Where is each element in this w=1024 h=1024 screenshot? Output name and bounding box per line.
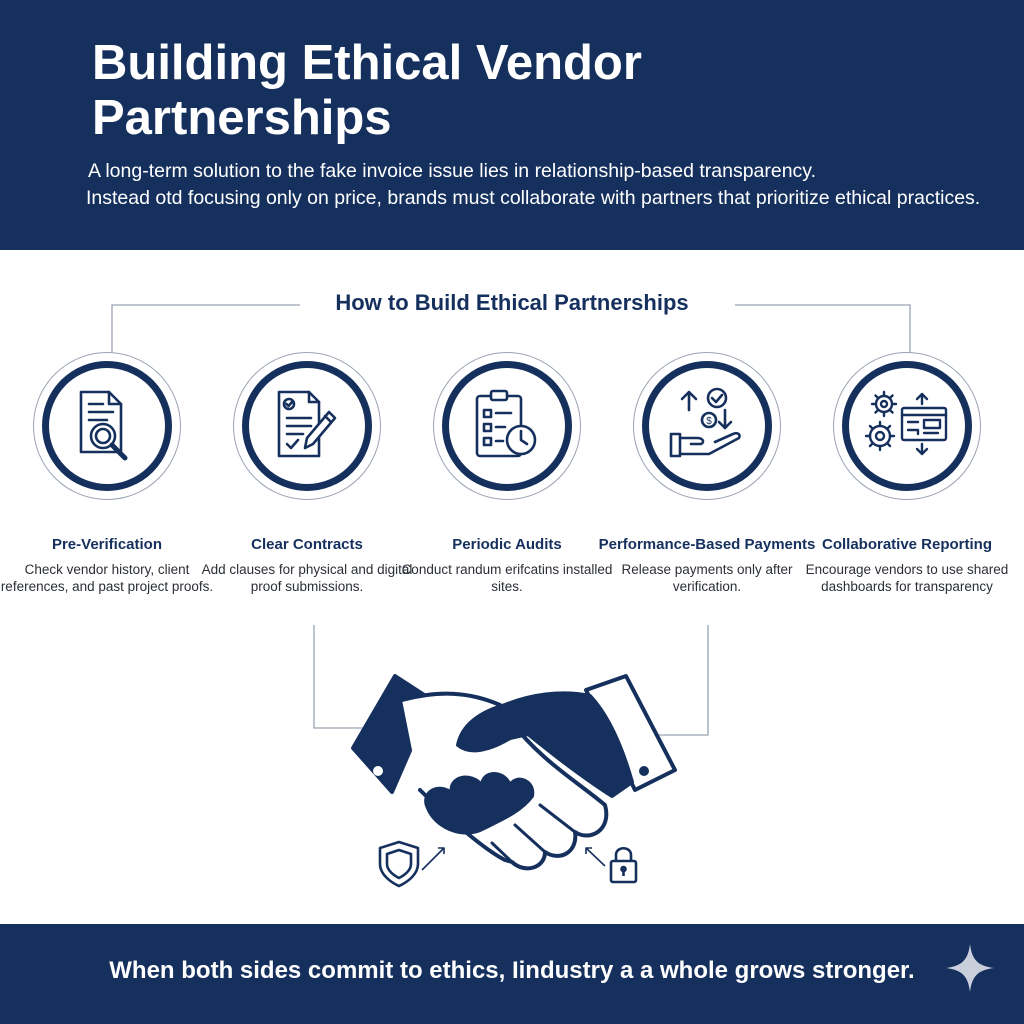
step-title: Collaborative Reporting	[821, 536, 993, 553]
svg-text:$: $	[706, 416, 712, 427]
step-title: Pre-Verification	[51, 536, 163, 553]
shield-icon	[378, 840, 445, 888]
footer-text: When both sides commit to ethics, Iindus…	[109, 957, 915, 984]
step-description: Release payments only after verification…	[621, 562, 793, 594]
clipboard-clock-icon	[475, 389, 537, 458]
step-title: Performance-Based Payments	[598, 536, 816, 553]
intro-line-1: A long-term solution to the fake invoice…	[88, 160, 817, 182]
footer-banner: When both sides commit to ethics, Iindus…	[0, 924, 1024, 1024]
hand-payment-icon: $	[669, 387, 741, 458]
step-description: Check vendor history, client references,…	[0, 562, 214, 594]
contract-pen-icon	[277, 390, 337, 458]
header-banner: Building Ethical Vendor Partnerships A l…	[0, 0, 1024, 250]
step-title: Clear Contracts	[251, 536, 363, 553]
step-description: Encourage vendors to use shared dashboar…	[805, 562, 1009, 594]
step-title: Periodic Audits	[452, 536, 562, 553]
step-icon-ring	[433, 352, 581, 500]
step-description: Conduct randum erifcatins installed site…	[401, 562, 613, 594]
intro-line-2: Instead otd focusing only on price, bran…	[86, 187, 981, 209]
step-icon-ring	[33, 352, 181, 500]
step-icon-ring	[833, 352, 981, 500]
gears-dashboard-icon	[864, 390, 948, 456]
page-title: Building Ethical Vendor Partnerships	[92, 36, 892, 146]
document-magnifier-icon	[79, 390, 128, 461]
title-line-1: Building Ethical Vendor	[92, 36, 642, 90]
step-description: Add clauses for physical and digital pro…	[201, 562, 413, 594]
title-line-2: Partnerships	[92, 91, 392, 145]
step-icon-ring: $	[633, 352, 781, 500]
intro-text: A long-term solution to the fake invoice…	[86, 158, 986, 212]
section-title: How to Build Ethical Partnerships	[335, 290, 689, 315]
sparkle-icon	[946, 944, 994, 992]
lock-icon	[585, 846, 638, 884]
step-icon-ring	[233, 352, 381, 500]
